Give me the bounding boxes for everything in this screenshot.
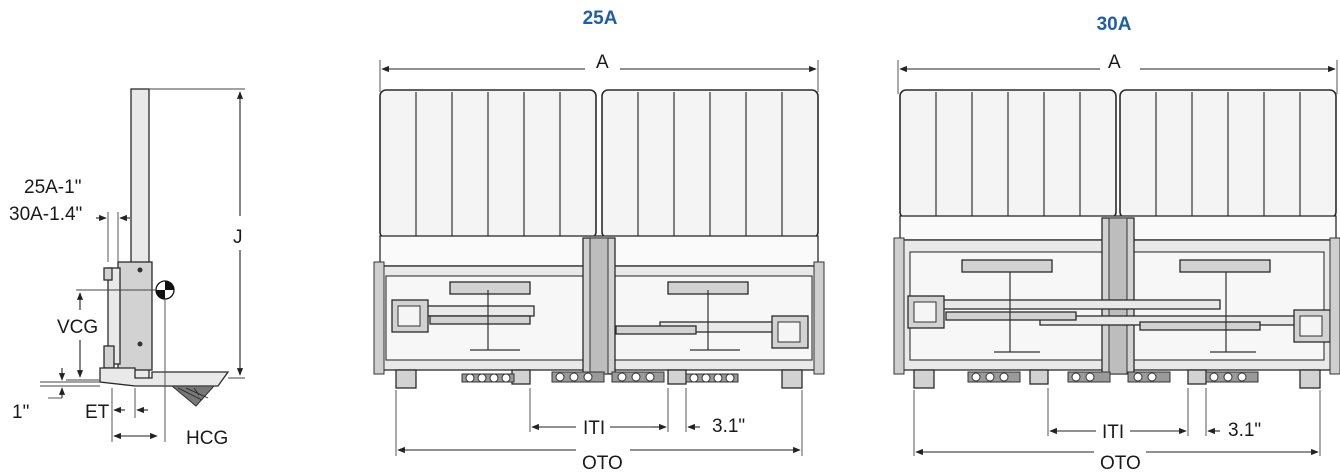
side-view: J 25A-1" 30A-1.4" VCG 1" ET HCG xyxy=(9,88,245,449)
pad-label-30a: 3.1" xyxy=(1228,420,1261,441)
width-label-a-30a: A xyxy=(1108,52,1121,73)
iti-label-25a: ITI xyxy=(583,418,605,439)
offset-label-30a: 30A-1.4" xyxy=(9,204,82,225)
vcg-label: VCG xyxy=(57,317,98,338)
width-label-a-25a: A xyxy=(596,52,609,73)
offset-label-25a: 25A-1" xyxy=(24,177,81,198)
iti-label-30a: ITI xyxy=(1102,422,1124,443)
title-25a: 25A xyxy=(583,8,618,29)
et-label: ET xyxy=(85,402,110,423)
side-carriage xyxy=(117,261,153,371)
oto-label-30a: OTO xyxy=(1100,453,1141,474)
side-fork xyxy=(99,367,230,387)
front-view-30a: A xyxy=(893,52,1340,474)
hcg-label: HCG xyxy=(186,428,228,449)
title-30a: 30A xyxy=(1097,14,1132,35)
bottom-gap-label: 1" xyxy=(12,402,29,423)
oto-label-25a: OTO xyxy=(582,453,623,474)
pad-label-25a: 3.1" xyxy=(712,416,745,437)
height-label-j: J xyxy=(233,227,243,248)
front-view-25a: A xyxy=(373,52,825,474)
center-of-gravity-icon xyxy=(155,280,175,300)
